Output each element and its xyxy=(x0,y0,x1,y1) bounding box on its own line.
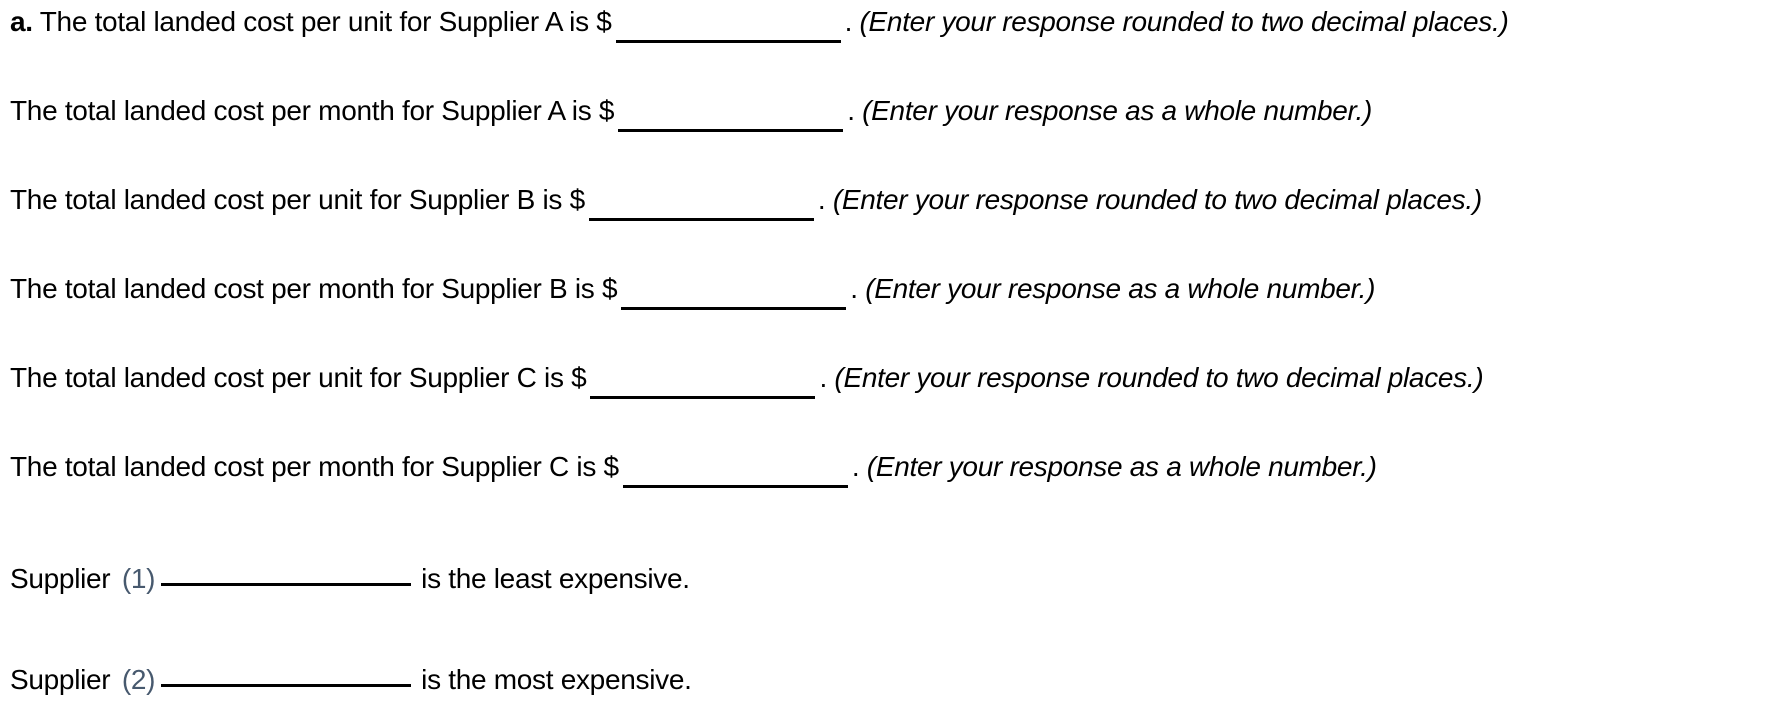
blank-number-marker: (1) xyxy=(121,563,156,594)
question-text: The total landed cost per month for Supp… xyxy=(10,273,595,304)
question-row-supplier-a-per-month: The total landed cost per month for Supp… xyxy=(10,93,1778,132)
answer-blank-supplier-b-cost-per-month[interactable] xyxy=(621,307,847,310)
answer-blank-most-expensive-supplier[interactable] xyxy=(161,684,412,687)
blank-number-marker: (2) xyxy=(121,664,156,695)
period: . xyxy=(850,273,858,304)
currency-symbol: $ xyxy=(598,95,615,126)
period: . xyxy=(819,362,827,393)
currency-symbol: $ xyxy=(571,362,587,393)
instruction-text: (Enter your response rounded to two deci… xyxy=(834,362,1484,393)
question-text: The total landed cost per unit for Suppl… xyxy=(39,6,589,37)
conclusion-row-least-expensive: Supplier (1) is the least expensive. xyxy=(10,561,1778,597)
currency-symbol: $ xyxy=(596,6,612,37)
answer-blank-supplier-b-cost-per-unit[interactable] xyxy=(588,218,814,221)
answer-blank-supplier-c-cost-per-month[interactable] xyxy=(622,485,848,488)
instruction-text: (Enter your response as a whole number.) xyxy=(866,451,1377,482)
question-row-supplier-b-per-unit: The total landed cost per unit for Suppl… xyxy=(10,182,1778,221)
conclusion-tail: is the most expensive. xyxy=(421,664,692,695)
question-row-supplier-c-per-unit: The total landed cost per unit for Suppl… xyxy=(10,360,1778,399)
conclusion-lead: Supplier xyxy=(10,664,111,695)
question-text: The total landed cost per unit for Suppl… xyxy=(10,362,564,393)
conclusion-lead: Supplier xyxy=(10,563,111,594)
conclusion-tail: is the least expensive. xyxy=(421,563,690,594)
part-label: a. xyxy=(10,6,33,37)
instruction-text: (Enter your response as a whole number.) xyxy=(865,273,1376,304)
answer-blank-supplier-c-cost-per-unit[interactable] xyxy=(590,396,816,399)
question-text: The total landed cost per month for Supp… xyxy=(10,451,597,482)
currency-symbol: $ xyxy=(569,184,586,215)
period: . xyxy=(844,6,853,37)
question-text: The total landed cost per month for Supp… xyxy=(10,95,592,126)
period: . xyxy=(847,95,855,126)
answer-blank-supplier-a-cost-per-unit[interactable] xyxy=(615,40,841,43)
answer-blank-least-expensive-supplier[interactable] xyxy=(161,583,412,586)
question-row-supplier-a-per-unit: a. The total landed cost per unit for Su… xyxy=(10,4,1778,43)
answer-blank-supplier-a-cost-per-month[interactable] xyxy=(618,129,844,132)
question-row-supplier-b-per-month: The total landed cost per month for Supp… xyxy=(10,271,1778,310)
question-text: The total landed cost per unit for Suppl… xyxy=(10,184,563,215)
period: . xyxy=(817,184,826,215)
instruction-text: (Enter your response rounded to two deci… xyxy=(832,184,1482,215)
currency-symbol: $ xyxy=(603,451,620,482)
currency-symbol: $ xyxy=(602,273,618,304)
instruction-text: (Enter your response as a whole number.) xyxy=(862,95,1373,126)
question-row-supplier-c-per-month: The total landed cost per month for Supp… xyxy=(10,449,1778,488)
period: . xyxy=(851,451,860,482)
conclusion-row-most-expensive: Supplier (2) is the most expensive. xyxy=(10,662,1778,698)
instruction-text: (Enter your response rounded to two deci… xyxy=(859,6,1509,37)
